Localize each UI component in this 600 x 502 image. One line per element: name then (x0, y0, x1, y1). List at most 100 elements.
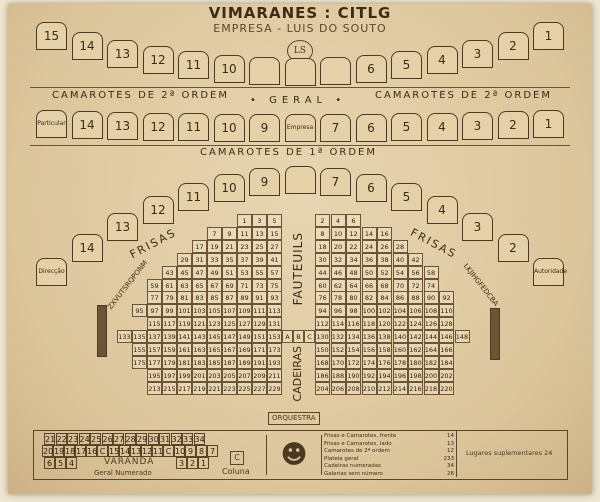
seat-right[interactable]: 128 (439, 317, 454, 331)
seat-right[interactable]: 38 (377, 252, 392, 266)
varanda-seat[interactable]: 5 (55, 457, 66, 469)
varanda-seat[interactable]: 31 (159, 433, 171, 445)
seat-right[interactable]: 32 (330, 252, 346, 266)
seat-right[interactable]: 220 (439, 381, 454, 395)
varanda-seat[interactable]: 3 (176, 457, 187, 469)
frisas-box[interactable]: Direcção (36, 258, 67, 286)
seat-right[interactable]: 154 (346, 343, 361, 356)
frisas-box[interactable]: 9 (249, 167, 280, 196)
tier1-box[interactable]: 7 (320, 113, 351, 142)
seat-left[interactable]: 217 (177, 381, 192, 395)
tier1-box[interactable]: 6 (355, 113, 387, 142)
seat-right[interactable]: 24 (361, 239, 377, 253)
seat-right[interactable]: 22 (346, 239, 361, 253)
seat-left[interactable]: 39 (252, 252, 267, 266)
seat-left[interactable]: 35 (222, 252, 237, 266)
seat-right[interactable]: 144 (423, 330, 439, 344)
varanda-seat[interactable]: 17 (75, 445, 87, 457)
seat-left[interactable]: 115 (147, 317, 162, 331)
tier2-box[interactable]: 15 (36, 22, 67, 50)
seat-left[interactable]: 171 (252, 343, 267, 356)
seat-left[interactable]: 63 (177, 278, 192, 292)
seat-left[interactable]: 59 (147, 278, 162, 292)
seat-right[interactable]: 92 (439, 291, 454, 305)
varanda-seat[interactable]: 13 (130, 445, 142, 457)
frisas-box[interactable]: 12 (142, 196, 174, 225)
varanda-seat[interactable]: 26 (101, 433, 113, 445)
seat-right[interactable]: 212 (377, 381, 392, 395)
seat-right[interactable]: 84 (377, 291, 392, 305)
seat-right[interactable]: 90 (423, 291, 439, 305)
varanda-seat[interactable]: 33 (182, 433, 194, 445)
seat-left[interactable]: 125 (222, 317, 237, 331)
frisas-box[interactable]: 7 (320, 167, 351, 196)
varanda-seat[interactable]: 30 (147, 433, 159, 445)
tier2-box[interactable]: 13 (107, 39, 138, 68)
tier2-box[interactable]: 10 (213, 55, 245, 84)
seat-left[interactable]: 65 (192, 278, 207, 292)
varanda-seat[interactable]: 27 (113, 433, 125, 445)
frisas-box[interactable]: 14 (71, 233, 103, 262)
seat-right[interactable]: 194 (377, 368, 392, 382)
seat-left[interactable]: 145 (207, 330, 222, 344)
varanda-seat[interactable]: C (163, 445, 174, 457)
seat-right[interactable]: 170 (330, 355, 346, 369)
varanda-seat[interactable]: 8 (196, 445, 207, 457)
varanda-seat[interactable]: 28 (124, 433, 136, 445)
seat-left[interactable]: 13 (252, 226, 267, 240)
seat-right[interactable]: 118 (361, 317, 377, 331)
seat-left[interactable]: 87 (222, 291, 237, 305)
tier1-box[interactable]: 3 (462, 111, 493, 140)
seat-right[interactable]: 172 (346, 355, 361, 369)
seat-right[interactable]: 100 (361, 304, 377, 318)
seat-right[interactable]: 20 (330, 239, 346, 253)
seat-right[interactable]: 66 (361, 278, 377, 292)
varanda-seat[interactable]: 24 (78, 433, 90, 445)
frisas-box[interactable]: 6 (355, 173, 387, 202)
seat-right[interactable]: 88 (408, 291, 423, 305)
seat-left[interactable]: 183 (192, 355, 207, 369)
seat-right[interactable]: 42 (408, 252, 423, 266)
seat-left[interactable]: 127 (237, 317, 252, 331)
seat-right[interactable]: 200 (423, 368, 439, 382)
seat-right[interactable]: 142 (408, 330, 423, 344)
seat-left[interactable]: 153 (267, 330, 282, 344)
seat-left[interactable]: 105 (207, 304, 222, 318)
seat-right[interactable]: 110 (439, 304, 454, 318)
seat-left[interactable]: 211 (267, 368, 282, 382)
varanda-seat[interactable]: 16 (86, 445, 98, 457)
varanda-seat[interactable]: 19 (53, 445, 65, 457)
seat-left[interactable]: 93 (267, 291, 282, 305)
varanda-seat[interactable]: 15 (108, 445, 120, 457)
tier2-box[interactable]: 1 (533, 22, 564, 50)
varanda-seat[interactable]: 6 (44, 457, 55, 469)
frisas-box[interactable]: 13 (107, 212, 138, 241)
seat-right[interactable]: 178 (392, 355, 408, 369)
seat-right[interactable]: 52 (377, 265, 392, 279)
seat-left[interactable]: 113 (267, 304, 282, 318)
varanda-seat[interactable]: 22 (55, 433, 67, 445)
seat-right[interactable]: 76 (315, 291, 330, 305)
seat-right[interactable]: 48 (346, 265, 361, 279)
seat-right[interactable]: 158 (377, 343, 392, 356)
seat-left[interactable]: 77 (147, 291, 162, 305)
seat-left[interactable]: 109 (237, 304, 252, 318)
seat-left[interactable]: 19 (207, 239, 222, 253)
seat-right[interactable]: 16 (377, 226, 392, 240)
seat-left[interactable]: 173 (267, 343, 282, 356)
seat-right[interactable]: 188 (330, 368, 346, 382)
frisas-box[interactable]: 3 (462, 212, 493, 241)
seat-right[interactable]: 168 (315, 355, 330, 369)
seat-left[interactable]: 175 (132, 355, 147, 369)
seat-right[interactable]: 6 (346, 214, 361, 227)
seat-left[interactable]: 177 (147, 355, 162, 369)
seat-right[interactable]: 152 (330, 343, 346, 356)
seat-right[interactable]: 86 (392, 291, 408, 305)
varanda-seat[interactable]: 23 (67, 433, 79, 445)
seat-right[interactable]: 180 (408, 355, 423, 369)
tier1-box[interactable]: 12 (142, 112, 174, 141)
seat-left[interactable]: 179 (162, 355, 177, 369)
seat-left[interactable]: 189 (237, 355, 252, 369)
seat-right[interactable]: 56 (408, 265, 423, 279)
seat-left[interactable]: 73 (252, 278, 267, 292)
